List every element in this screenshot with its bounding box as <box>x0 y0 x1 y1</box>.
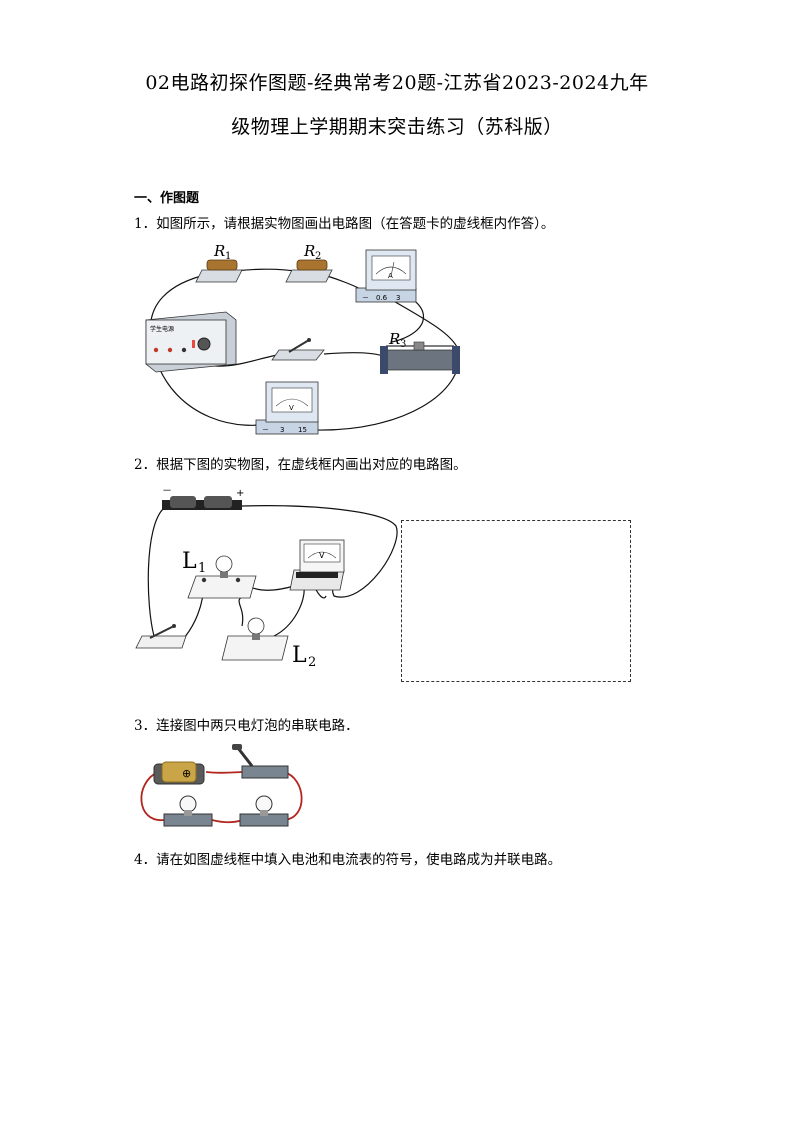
resistor-r2: R 2 <box>285 242 333 283</box>
voltmeter: V － 3 15 <box>255 381 319 435</box>
figure-2-circuit: － + L 1 V L 2 <box>135 486 398 670</box>
question-3: 3．连接图中两只电灯泡的串联电路． <box>134 718 359 734</box>
question-4: 4．请在如图虚线框中填入电池和电流表的符号，使电路成为并联电路。 <box>134 852 562 868</box>
ammeter-3: 3 <box>396 294 400 302</box>
power-supply: 学生电源 <box>145 311 237 373</box>
question-2: 2．根据下图的实物图，在虚线框内画出对应的电路图。 <box>134 457 467 473</box>
r1-label: R <box>213 242 225 260</box>
l2-sub: 2 <box>308 655 316 670</box>
l2-label: L <box>292 643 307 668</box>
voltmeter-symbol: V <box>289 404 294 412</box>
ammeter-minus: － <box>362 294 369 302</box>
bulb-1-fig3 <box>163 795 213 827</box>
ammeter-06: 0.6 <box>376 294 388 302</box>
figure-3-circuit: ⊕ <box>134 738 312 838</box>
lamp-l1: L 1 <box>182 549 257 599</box>
supply-label: 学生电源 <box>150 325 174 333</box>
battery-fig3: ⊕ <box>153 761 205 785</box>
ammeter-symbol: A <box>388 272 393 280</box>
battery-plus-fig3: ⊕ <box>182 767 191 780</box>
r2-sub: 2 <box>315 251 321 262</box>
fig2-meter-symbol: V <box>319 551 325 560</box>
switch-fig3 <box>232 744 289 779</box>
voltmeter-minus: － <box>262 426 269 434</box>
battery-box: － + <box>162 486 244 510</box>
battery-plus: + <box>236 488 244 499</box>
ammeter: A － 0.6 3 <box>355 249 417 303</box>
voltmeter-15: 15 <box>298 426 307 434</box>
page-title-line1: 02电路初探作图题-经典常考20题-江苏省2023-2024九年 <box>145 72 649 94</box>
question-1: 1．如图所示，请根据实物图画出电路图（在答题卡的虚线框内作答）。 <box>134 216 555 232</box>
figure-1-circuit: R 1 R 2 A － 0.6 3 学生电源 R 3 <box>145 242 460 435</box>
r3-sub: 3 <box>400 339 406 350</box>
r3-label: R <box>388 330 400 348</box>
bulb-2-fig3 <box>239 795 289 827</box>
voltmeter-3: 3 <box>280 426 284 434</box>
voltmeter-fig2: V <box>289 539 345 591</box>
knife-switch-fig2 <box>135 624 187 649</box>
r2-label: R <box>303 242 315 260</box>
l1-sub: 1 <box>198 561 206 576</box>
answer-dashed-box <box>401 520 631 682</box>
l1-label: L <box>182 549 197 574</box>
r1-sub: 1 <box>225 251 231 262</box>
resistor-r1: R 1 <box>195 242 243 283</box>
lamp-l2: L 2 <box>221 617 316 670</box>
page-title-line2: 级物理上学期期末突击练习（苏科版） <box>231 116 563 138</box>
knife-switch <box>271 338 325 361</box>
battery-minus: － <box>162 486 172 497</box>
section-heading: 一、作图题 <box>134 191 200 206</box>
rheostat-r3: R 3 <box>380 330 460 374</box>
